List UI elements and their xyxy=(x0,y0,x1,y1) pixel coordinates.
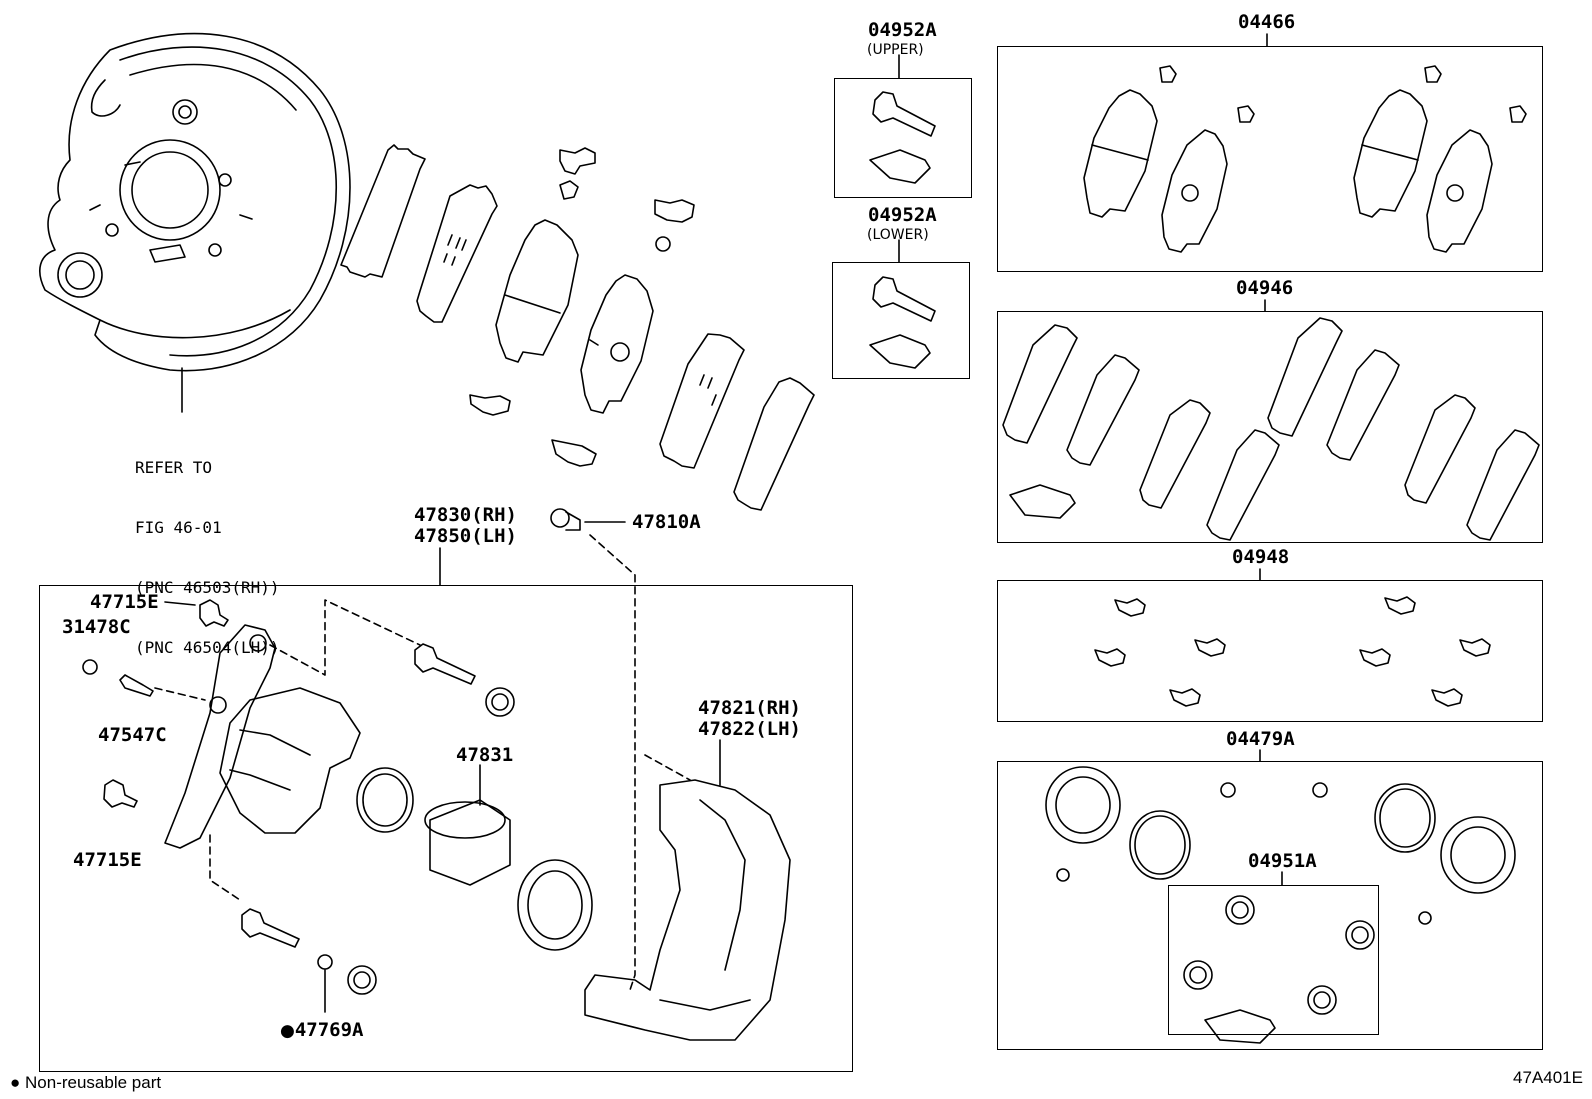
refer-line-3: (PNC 46503(RH)) xyxy=(135,578,280,597)
label-piston[interactable]: 47831 xyxy=(456,744,514,766)
label-bolt-top[interactable]: 47715E xyxy=(90,591,159,613)
box-04952A-upper xyxy=(834,78,972,198)
box-caliper-assembly xyxy=(39,585,853,1072)
kit-04951A-drawing xyxy=(1183,871,1375,1044)
label-04948[interactable]: 04948 xyxy=(1232,546,1290,568)
caliper-assembly-drawing xyxy=(82,534,791,1041)
kit-04948-drawing xyxy=(1094,568,1491,707)
label-04952A-upper[interactable]: 04952A xyxy=(868,19,937,41)
label-pin[interactable]: 47547C xyxy=(98,724,167,746)
label-04952A-lower[interactable]: 04952A xyxy=(868,204,937,226)
label-04951A[interactable]: 04951A xyxy=(1248,850,1317,872)
label-lower: (LOWER) xyxy=(867,227,929,243)
guide-pin-kits-drawing xyxy=(869,54,936,369)
kit-04466-drawing xyxy=(1083,33,1527,253)
label-04946[interactable]: 04946 xyxy=(1236,277,1294,299)
label-caliper-rh[interactable]: 47830(RH) xyxy=(414,504,517,526)
box-04466 xyxy=(997,46,1543,272)
label-bolt-bottom[interactable]: 47715E xyxy=(73,849,142,871)
refer-line-2: FIG 46-01 xyxy=(135,518,222,537)
label-mounting-lh[interactable]: 47822(LH) xyxy=(698,718,801,740)
pads-and-shims-drawing xyxy=(340,144,815,531)
legend-text: Non-reusable part xyxy=(25,1073,162,1092)
figure-code: 47A401E xyxy=(1513,1068,1583,1087)
label-bleeder[interactable]: 47810A xyxy=(632,511,701,533)
refer-line-1: REFER TO xyxy=(135,458,213,477)
label-caliper-lh[interactable]: 47850(LH) xyxy=(414,525,517,547)
label-upper: (UPPER) xyxy=(867,42,924,58)
box-04951A xyxy=(1168,885,1379,1035)
kit-04479A-drawing xyxy=(1045,749,1516,925)
non-reusable-bullet-icon: ● xyxy=(280,1021,295,1041)
box-04952A-lower xyxy=(832,262,970,379)
label-04479A[interactable]: 04479A xyxy=(1226,728,1295,750)
label-seal-text: 47769A xyxy=(294,1019,364,1041)
legend: ● Non-reusable part xyxy=(10,1073,161,1093)
label-04466[interactable]: 04466 xyxy=(1238,11,1296,33)
dust-cover-drawing xyxy=(39,32,351,413)
label-cap[interactable]: 31478C xyxy=(62,616,131,638)
refer-line-4: (PNC 46504(LH)) xyxy=(135,638,280,657)
kit-04946-drawing xyxy=(1002,299,1540,541)
label-mounting-rh[interactable]: 47821(RH) xyxy=(698,697,801,719)
box-04479A xyxy=(997,761,1543,1050)
label-seal[interactable]: ●47769A xyxy=(280,1020,363,1041)
refer-note: REFER TO FIG 46-01 (PNC 46503(RH)) (PNC … xyxy=(135,418,280,678)
box-04948 xyxy=(997,580,1543,722)
box-04946 xyxy=(997,311,1543,543)
legend-bullet-icon: ● xyxy=(10,1073,21,1092)
